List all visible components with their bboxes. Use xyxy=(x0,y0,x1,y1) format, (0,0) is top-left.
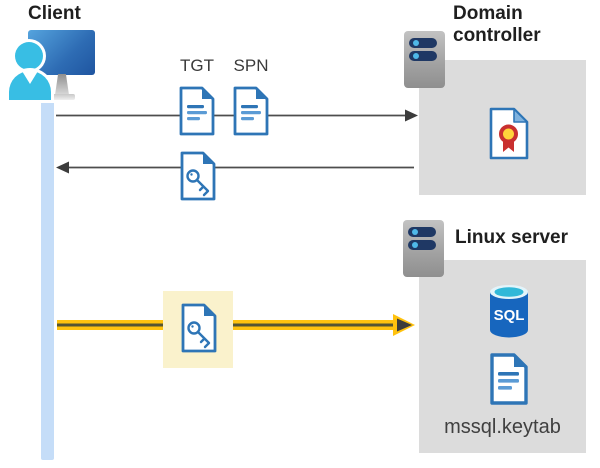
user-body-icon xyxy=(9,71,51,100)
server-drive-icon xyxy=(409,51,437,61)
keytab-document-icon xyxy=(490,353,528,405)
spn-label: SPN xyxy=(233,56,269,75)
server-led-icon xyxy=(412,242,418,248)
server-led-icon xyxy=(413,53,419,59)
linux-server-icon xyxy=(403,220,444,277)
monitor-stand-base-icon xyxy=(50,94,75,100)
sql-badge-text: SQL xyxy=(494,307,525,324)
server-drive-icon xyxy=(409,38,437,48)
key-document-icon xyxy=(180,151,216,201)
client-label: Client xyxy=(28,3,81,24)
client-workstation-icon xyxy=(9,28,100,100)
server-drive-icon xyxy=(408,227,436,237)
auth-arrow-yellow xyxy=(57,314,415,336)
server-led-icon xyxy=(413,40,419,46)
request-arrow xyxy=(56,109,418,122)
response-arrow xyxy=(56,161,414,174)
user-head-icon xyxy=(15,42,43,70)
tgt-label: TGT xyxy=(180,56,214,75)
key-document-icon xyxy=(181,303,217,353)
certificate-icon xyxy=(489,107,529,160)
domain-controller-server-icon xyxy=(404,31,445,88)
server-drive-icon xyxy=(408,240,436,250)
tgt-document-icon xyxy=(179,86,215,136)
client-lifeline xyxy=(41,92,54,460)
keytab-filename-label: mssql.keytab xyxy=(444,416,561,438)
domain-controller-label: Domain controller xyxy=(453,3,541,46)
sql-database-icon: SQL xyxy=(490,285,528,338)
spn-document-icon xyxy=(233,86,269,136)
linux-server-label: Linux server xyxy=(455,227,568,248)
monitor-stand-icon xyxy=(55,74,69,95)
server-led-icon xyxy=(412,229,418,235)
